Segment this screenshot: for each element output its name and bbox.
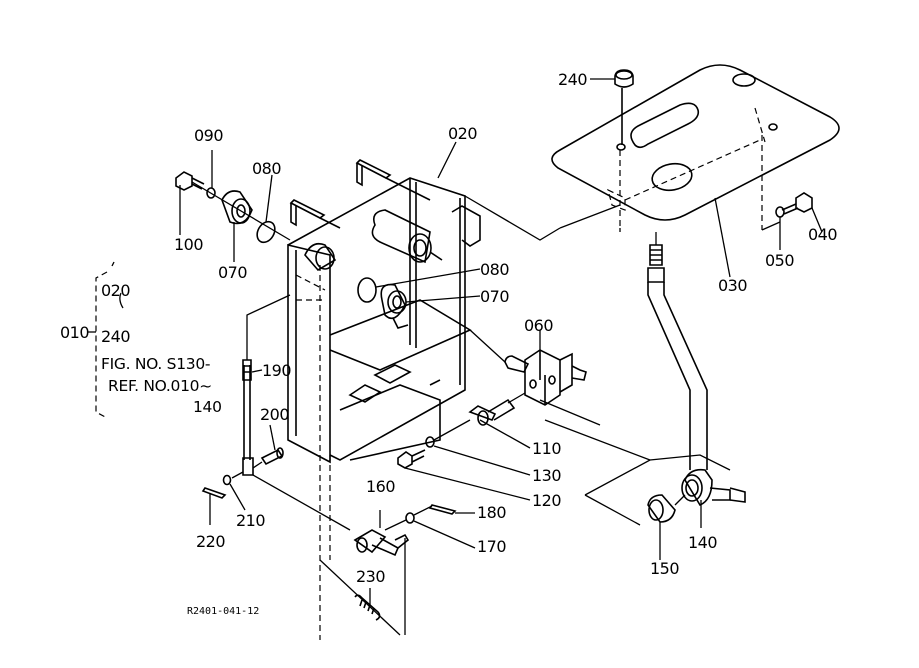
plate-030	[464, 64, 840, 241]
callout-220: 220	[196, 532, 225, 551]
note-range-start: 020	[101, 281, 130, 300]
callout-020: 020	[448, 124, 477, 143]
callout-080b: 080	[480, 260, 509, 279]
callout-240: 240	[558, 70, 587, 89]
washer-130	[425, 419, 531, 476]
bush-150	[647, 494, 686, 560]
reference-outline	[539, 399, 731, 526]
bolt-040	[775, 192, 823, 250]
callout-140: 140	[688, 533, 717, 552]
note-ref-end: 140	[193, 398, 222, 416]
bracket-060	[469, 329, 587, 406]
left-hardware	[175, 150, 291, 262]
callout-070a: 070	[218, 263, 247, 282]
bolt-120	[397, 449, 531, 501]
assembly-brace	[88, 261, 124, 419]
washer-170	[384, 512, 476, 549]
leader-030	[714, 197, 731, 278]
note-range-end: 240	[101, 327, 130, 346]
note-fig-line: FIG. NO. S130-	[101, 355, 210, 373]
callout-180: 180	[477, 503, 506, 522]
callout-070b: 070	[480, 287, 509, 306]
lever-rod	[647, 232, 708, 470]
callout-090: 090	[194, 126, 223, 145]
callout-210: 210	[236, 511, 265, 530]
note-ref-line: REF. NO.010~	[108, 377, 212, 395]
washer-210	[222, 471, 246, 511]
callout-190: 190	[262, 361, 291, 380]
callout-200: 200	[260, 405, 289, 424]
spring-230	[319, 559, 401, 636]
callout-120: 120	[532, 491, 561, 510]
cotter-220	[201, 474, 351, 531]
callout-230: 230	[356, 567, 385, 586]
rod-190	[242, 294, 291, 476]
assembly-note: 010 020 240 FIG. NO. S130- REF. NO.010~ …	[60, 281, 222, 416]
pin-110	[468, 392, 531, 449]
callout-040: 040	[808, 225, 837, 244]
drawing-code: R2401-041-12	[187, 606, 259, 617]
callout-170: 170	[477, 537, 506, 556]
callout-030: 030	[718, 276, 747, 295]
leader-020	[437, 141, 457, 179]
cap-240	[590, 69, 634, 145]
callout-100: 100	[174, 235, 203, 254]
callout-080a: 080	[252, 159, 281, 178]
callout-150: 150	[650, 559, 679, 578]
pin-200	[252, 424, 284, 469]
callout-110: 110	[532, 439, 561, 458]
spring-180	[413, 504, 475, 516]
note-ref-010: 010	[60, 323, 89, 342]
arm-160	[353, 510, 410, 635]
callout-130: 130	[532, 466, 561, 485]
tee-140	[681, 468, 746, 528]
callout-060: 060	[524, 316, 553, 335]
leader-070b	[405, 295, 481, 303]
callout-050: 050	[765, 251, 794, 270]
callout-160: 160	[366, 477, 395, 496]
leader-080b	[375, 268, 481, 288]
